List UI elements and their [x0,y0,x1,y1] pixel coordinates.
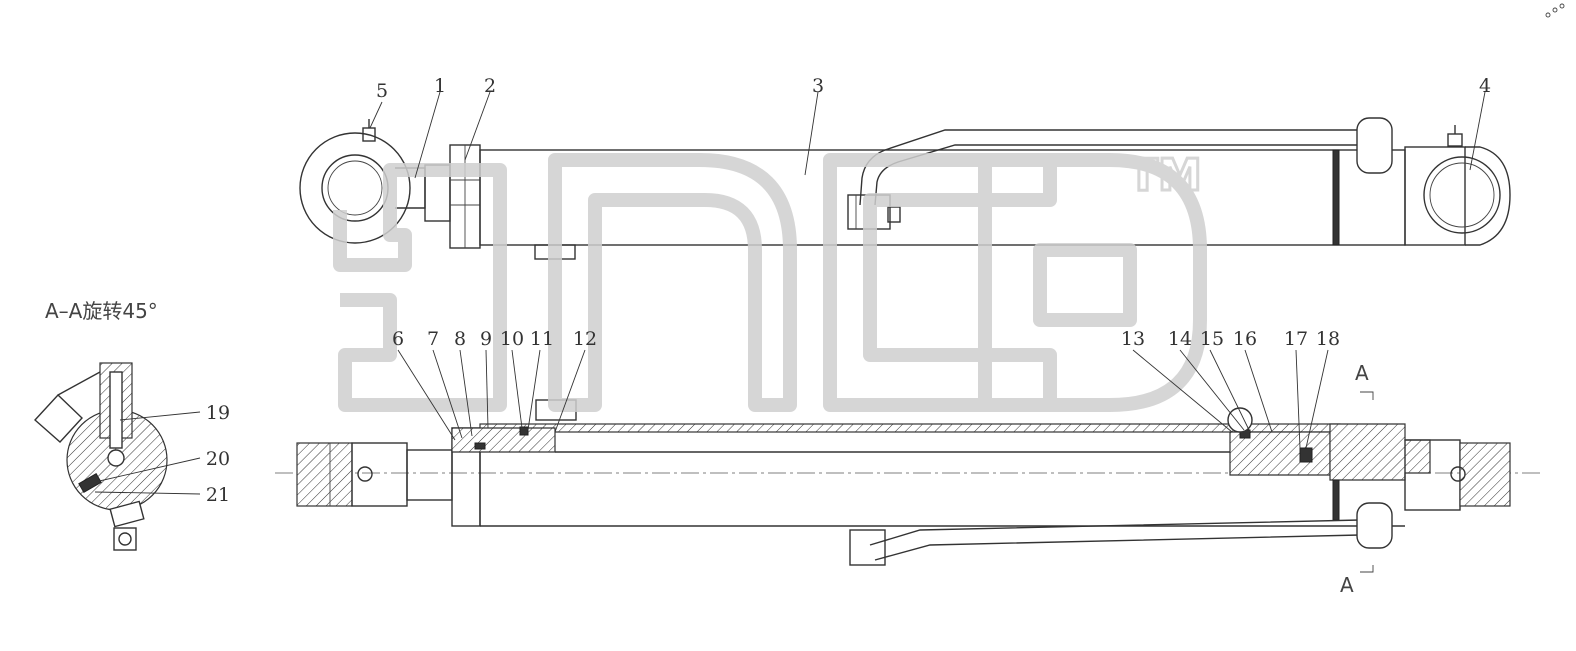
part-number-14: 14 [1168,328,1192,350]
part-number-19: 19 [206,402,230,424]
watermark-logo: TM [333,149,1207,412]
part-number-21: 21 [206,484,230,506]
part-number-17: 17 [1284,328,1308,350]
part-number-11: 11 [530,328,554,350]
part-number-labels: 5 1 2 3 4 6 7 8 9 10 11 12 13 14 15 16 1… [206,75,1491,506]
rod-end-eye-inner [321,154,389,222]
base-end-block [1404,146,1466,246]
watermark-trademark: TM [1128,150,1202,201]
rod-end-eye-outer [299,132,411,244]
part-number-1: 1 [434,75,446,97]
part-number-3: 3 [812,75,824,97]
leaders-top [369,91,1486,179]
part-number-13: 13 [1121,328,1145,350]
barrel-wall-section [479,423,1341,433]
part-number-12: 12 [573,328,597,350]
part-number-6: 6 [392,328,404,350]
section-marker-bottom: A [1340,573,1354,597]
part-number-7: 7 [427,328,439,350]
part-number-16: 16 [1233,328,1257,350]
part-number-15: 15 [1200,328,1224,350]
part-number-10: 10 [500,328,524,350]
part-number-4: 4 [1479,75,1491,97]
corner-mark [1545,3,1565,18]
part-number-9: 9 [480,328,492,350]
top-view [299,117,1511,260]
oil-tube-bottom [869,519,1361,546]
section-aa [34,362,201,551]
part-number-8: 8 [454,328,466,350]
part-number-5: 5 [376,80,388,102]
part-number-2: 2 [484,75,496,97]
base-end-eye-outer [1423,156,1501,234]
section-marker-top: A [1355,361,1369,385]
section-view-title: A–A旋转45° [45,299,158,323]
part-number-18: 18 [1316,328,1340,350]
bottom-view [275,391,1540,573]
part-number-20: 20 [206,448,230,470]
leaders-bottom [397,349,1329,449]
